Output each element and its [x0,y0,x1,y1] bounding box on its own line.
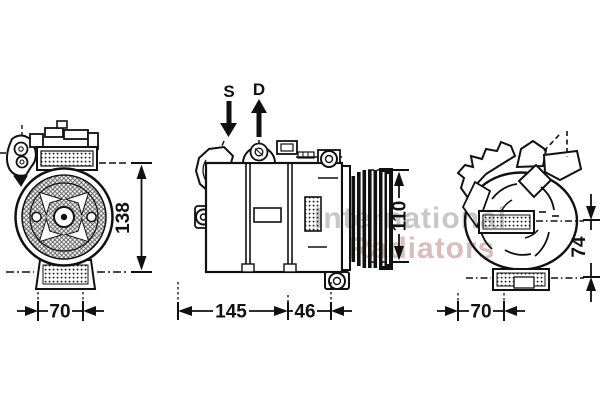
front-clutch-arrow-sw [38,217,64,243]
front-top-block-3 [56,120,68,129]
dim138-arrow-down [136,256,147,271]
side-id-plate [253,207,282,223]
dim-rear-mount-height: 74 [569,194,600,302]
rear-top-bracket-peak [515,139,548,169]
rear-foot-notch [513,276,535,289]
front-discharge-port-hole [19,159,25,165]
dim46-arrow-right [331,306,344,316]
front-top-block-2 [44,127,64,138]
dim110-arrow-down [394,246,404,261]
side-pulley-rib4 [368,170,372,268]
dim-front-width: 70 [17,292,104,323]
side-pulley-slit1 [382,172,385,266]
side-strap2-foot [283,263,297,273]
side-top-connector-inner [280,143,294,152]
side-pulley-rib5 [373,170,378,268]
dim-front-height-label: 138 [113,202,134,234]
dim138-arrow-up [136,164,147,179]
front-rivet-left [31,211,42,223]
dim-rear-width-label: 70 [470,302,491,323]
rear-bracket-wedge [461,180,492,229]
front-rivet-right [86,211,97,223]
dim-body-length: 145 46 [177,282,352,323]
front-hub-center [60,213,68,221]
front-clutch-arrow-ne [64,191,90,217]
rear-view-drawing [456,131,584,291]
dim74-arrow-up [586,277,596,291]
dim110-arrow-up [394,171,404,186]
dim70R-arrow-left [445,306,458,316]
rear-contour-arc-2 [540,186,555,211]
side-top-connector [276,140,298,155]
rear-serial-label-band [482,214,531,230]
dim-pulley-width-label: 46 [294,302,315,323]
dim-pulley-diameter: 110 [368,169,411,263]
dim-rear-mount-height-label: 74 [569,236,590,258]
front-top-bracket-band [40,150,94,167]
suction-port-label: S [223,82,234,101]
front-foot-band [42,264,89,285]
side-view-drawing: S D [194,80,393,290]
side-bottom-eye-hole [332,276,342,286]
dim70L-arrow-left [25,306,38,316]
front-fitting-tab [13,175,28,187]
side-pulley-rib2 [357,172,361,266]
front-clutch-arrow-se [64,217,90,243]
side-boss-screw-hole [254,147,264,157]
front-discharge-port [15,155,29,169]
side-ear-eye [320,150,338,168]
dim-body-length-label: 145 [215,302,247,323]
front-pulley-inner-ring [29,182,99,252]
rear-top-bracket-right [542,149,583,182]
discharge-arrow-shaft [256,113,262,137]
side-pulley-rib1 [351,176,356,262]
suction-arrow-icon [220,123,237,137]
side-bottom-eye [328,272,346,290]
rear-leader-diagonal [543,133,561,152]
dim145-arrow-right [274,306,288,316]
side-barcode-label [304,196,322,232]
rear-contour-arc-4 [504,249,532,256]
front-suction-port-hole [18,146,24,152]
side-pulley-rib3 [362,170,367,268]
rear-top-bracket-left [456,140,517,200]
dim-pulley-diameter-label: 110 [390,201,411,232]
side-top-comb [297,151,315,159]
front-clutch-arrow-nw [38,191,64,217]
side-pulley-plate [341,165,351,271]
dim-front-height: 138 [97,162,152,273]
dim-rear-width: 70 [437,293,525,323]
dim70L-arrow-right [83,306,96,316]
dim70R-arrow-right [504,306,517,316]
rear-bracket-diamond [517,163,553,199]
discharge-arrow-icon [251,99,267,113]
dim74-arrow-down [586,206,596,220]
rear-contour-arc-1 [491,183,518,200]
rear-contour-arc-7 [524,229,539,239]
front-view-drawing [0,120,114,290]
rear-contour-arc-3 [534,231,550,257]
front-top-block-1 [29,133,44,148]
side-boss-screw-slot [254,148,264,156]
front-top-block-4 [63,129,89,140]
discharge-port-label: D [253,80,265,99]
front-suction-port [13,141,29,157]
side-ear-eye-hole [324,154,334,164]
dim145-arrow-left [178,306,192,316]
side-pulley-slit2 [387,174,389,264]
side-strap1-foot [241,263,255,273]
suction-arrow-shaft [226,101,232,123]
dim-front-width-label: 70 [49,302,70,323]
